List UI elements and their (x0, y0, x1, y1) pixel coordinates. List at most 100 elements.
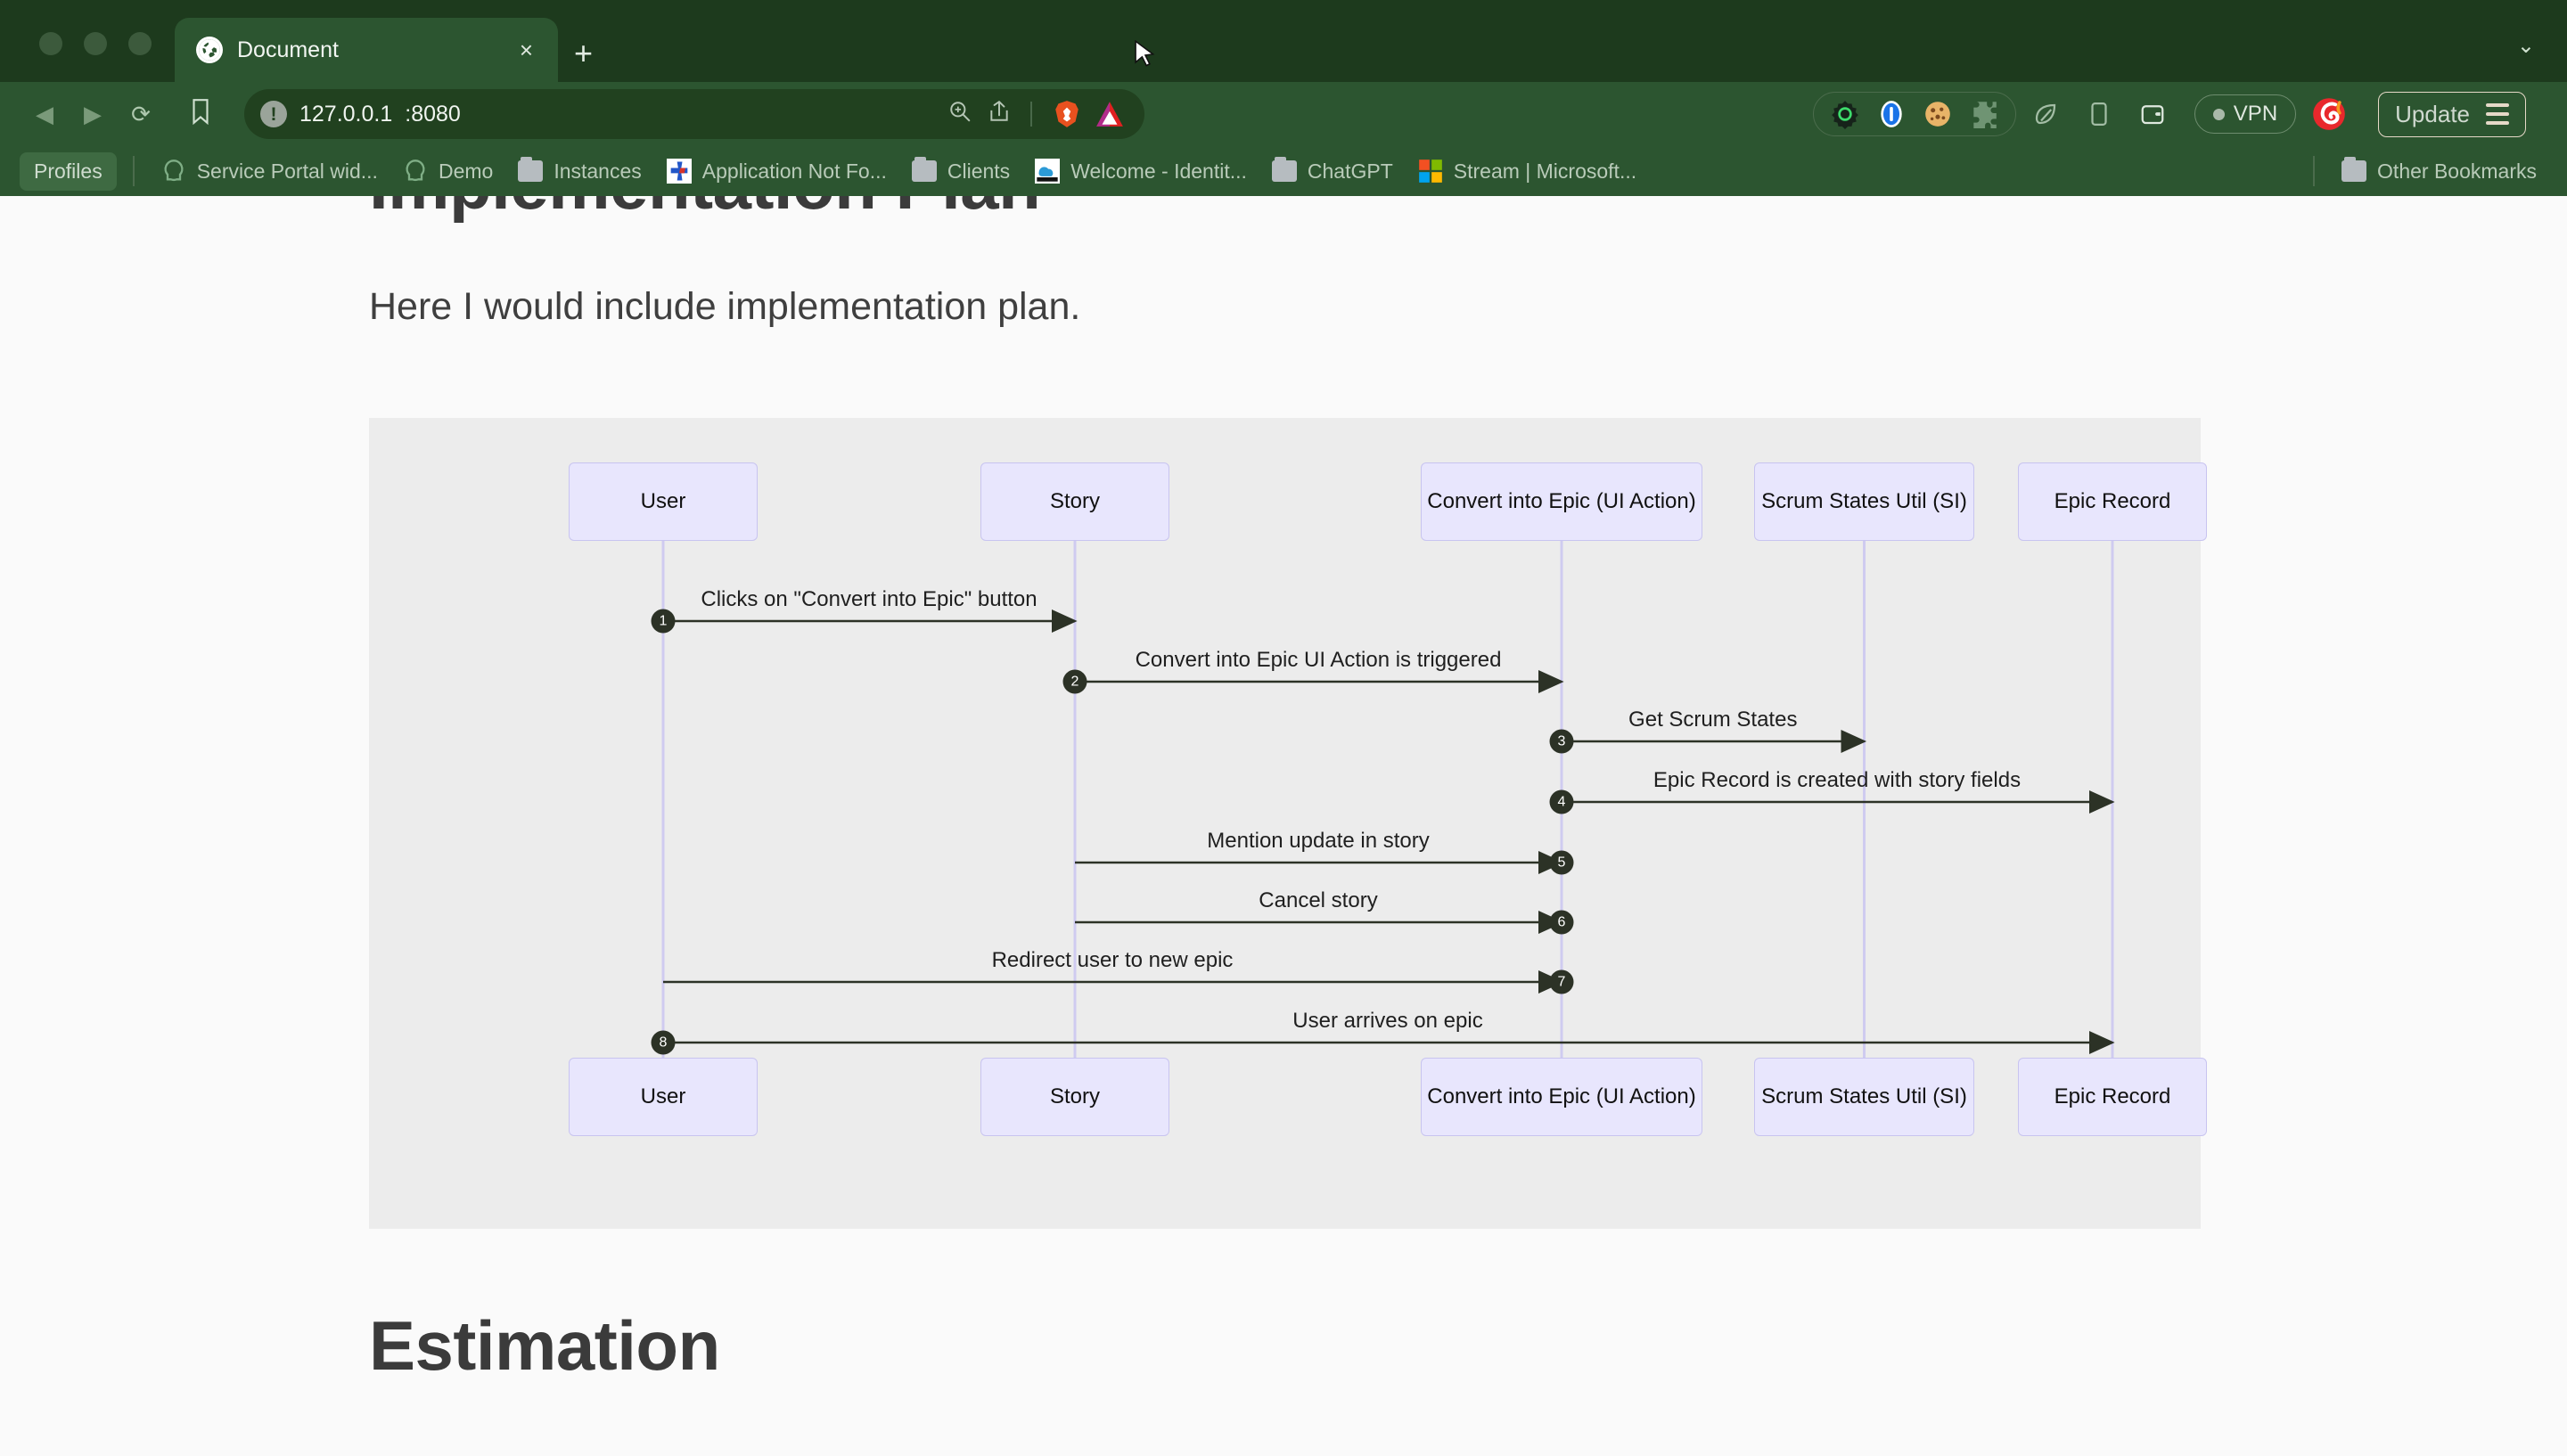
participant-box-bottom: Epic Record (2018, 1058, 2207, 1136)
browser-toolbar: ◀ ▶ ⟳ ! 127.0.0.1 :8080 (0, 82, 2567, 146)
one-password-icon[interactable] (1876, 99, 1907, 129)
sequence-diagram: UserStoryConvert into Epic (UI Action)Sc… (369, 418, 2201, 1229)
participant-label: Story (1050, 1084, 1100, 1109)
profiles-button[interactable]: Profiles (20, 152, 117, 191)
participant-box-top: Story (980, 462, 1169, 541)
servicenow-icon (161, 159, 186, 184)
sequence-number: 8 (652, 1031, 676, 1055)
participant-label: Epic Record (2054, 1084, 2171, 1109)
microsoft-icon (1418, 159, 1443, 184)
close-window-button[interactable] (39, 32, 62, 55)
tab-document[interactable]: Document × (175, 18, 558, 82)
participant-box-bottom: Story (980, 1058, 1169, 1136)
settings-gear-icon[interactable] (1830, 99, 1860, 129)
url-host: 127.0.0.1 (299, 102, 392, 127)
folder-icon (2341, 160, 2366, 182)
zoom-search-icon[interactable] (948, 100, 972, 129)
puzzle-extension-icon[interactable] (1969, 99, 1999, 129)
bookmark-label: Instances (554, 160, 641, 184)
back-button[interactable]: ◀ (23, 93, 66, 135)
page-content: Implementation Plan Here I would include… (0, 196, 2567, 1456)
reload-button[interactable]: ⟳ (119, 93, 162, 135)
sequence-number: 5 (1550, 851, 1574, 875)
bookmark-welcome-identity[interactable]: Welcome - Identit... (1024, 153, 1258, 189)
cookie-icon[interactable] (1923, 99, 1953, 129)
participant-label: Story (1050, 489, 1100, 514)
participant-label: Convert into Epic (UI Action) (1427, 489, 1695, 514)
forward-button[interactable]: ▶ (71, 93, 114, 135)
other-bookmarks-button[interactable]: Other Bookmarks (2331, 154, 2547, 189)
bookmark-icon[interactable] (189, 98, 212, 131)
lead-paragraph: Here I would include implementation plan… (369, 285, 1080, 329)
other-bookmarks-label: Other Bookmarks (2377, 160, 2537, 184)
chevron-down-icon[interactable]: ⌄ (2517, 33, 2535, 59)
participant-box-bottom: Convert into Epic (UI Action) (1421, 1058, 1702, 1136)
tab-title: Document (237, 37, 496, 63)
bookmarks-divider (133, 156, 135, 186)
message-label: Get Scrum States (1628, 708, 1797, 732)
sequence-number: 3 (1550, 730, 1574, 754)
participant-box-bottom: User (569, 1058, 758, 1136)
minimize-window-button[interactable] (84, 32, 107, 55)
participant-box-bottom: Scrum States Util (SI) (1754, 1058, 1974, 1136)
leaf-icon[interactable] (2032, 101, 2059, 127)
participant-label: Convert into Epic (UI Action) (1427, 1084, 1695, 1109)
participant-label: Scrum States Util (SI) (1761, 489, 1967, 514)
bookmark-label: ChatGPT (1308, 160, 1393, 184)
toolbar-divider (1030, 102, 1032, 127)
folder-icon (912, 160, 937, 182)
bookmark-demo[interactable]: Demo (392, 153, 504, 189)
bookmark-stream-microsoft[interactable]: Stream | Microsoft... (1407, 153, 1647, 189)
vpn-toggle[interactable]: VPN (2194, 94, 2296, 134)
mouse-cursor (1134, 40, 1157, 70)
update-button[interactable]: Update (2378, 92, 2526, 137)
bat-rewards-icon[interactable] (1095, 100, 1125, 128)
message-label: User arrives on epic (1292, 1009, 1482, 1034)
brave-lion-icon[interactable] (2312, 97, 2346, 131)
participant-label: Scrum States Util (SI) (1761, 1084, 1967, 1109)
bookmark-service-portal[interactable]: Service Portal wid... (151, 153, 389, 189)
window-controls[interactable] (0, 32, 152, 82)
share-icon[interactable] (988, 100, 1011, 129)
extensions-group (1813, 92, 2016, 136)
bookmark-label: Welcome - Identit... (1070, 160, 1247, 184)
tab-strip: Document × + ⌄ (0, 0, 2567, 82)
participant-label: User (641, 1084, 686, 1109)
sequence-number: 6 (1550, 911, 1574, 935)
wallet-icon[interactable] (2139, 101, 2166, 127)
address-bar[interactable]: ! 127.0.0.1 :8080 (244, 89, 1144, 139)
page-title-implementation-plan: Implementation Plan (369, 196, 1040, 225)
new-tab-button[interactable]: + (574, 37, 593, 70)
page-title-estimation: Estimation (369, 1305, 720, 1386)
vpn-label: VPN (2234, 102, 2277, 127)
bookmark-label: Application Not Fo... (702, 160, 887, 184)
site-info-icon[interactable]: ! (260, 101, 287, 127)
bookmark-label: Demo (439, 160, 493, 184)
bookmarks-divider-right (2313, 156, 2315, 186)
lifelines (663, 541, 2112, 1058)
vpn-status-dot (2213, 109, 2225, 120)
bookmark-label: Clients (947, 160, 1010, 184)
bookmark-instances[interactable]: Instances (507, 154, 652, 189)
maximize-window-button[interactable] (128, 32, 152, 55)
close-tab-button[interactable]: × (511, 37, 542, 64)
hamburger-menu-icon[interactable] (2486, 103, 2509, 125)
sequence-number: 7 (1550, 970, 1574, 994)
brave-shields-icon[interactable] (1052, 99, 1082, 129)
participant-label: User (641, 489, 686, 514)
bookmarks-bar: Profiles Service Portal wid... Demo Inst… (0, 146, 2567, 196)
tablet-icon[interactable] (2086, 101, 2112, 127)
participant-box-top: User (569, 462, 758, 541)
participant-label: Epic Record (2054, 489, 2171, 514)
servicenow-icon (403, 159, 428, 184)
bookmark-label: Stream | Microsoft... (1454, 160, 1636, 184)
message-label: Convert into Epic UI Action is triggered (1136, 648, 1502, 673)
folder-icon (1272, 160, 1297, 182)
update-label: Update (2395, 101, 2470, 128)
bookmark-application-not-found[interactable]: Application Not Fo... (656, 153, 898, 189)
message-label: Cancel story (1259, 888, 1377, 913)
message-label: Clicks on "Convert into Epic" button (701, 587, 1037, 612)
bookmark-chatgpt[interactable]: ChatGPT (1261, 154, 1404, 189)
bookmark-clients[interactable]: Clients (901, 154, 1021, 189)
